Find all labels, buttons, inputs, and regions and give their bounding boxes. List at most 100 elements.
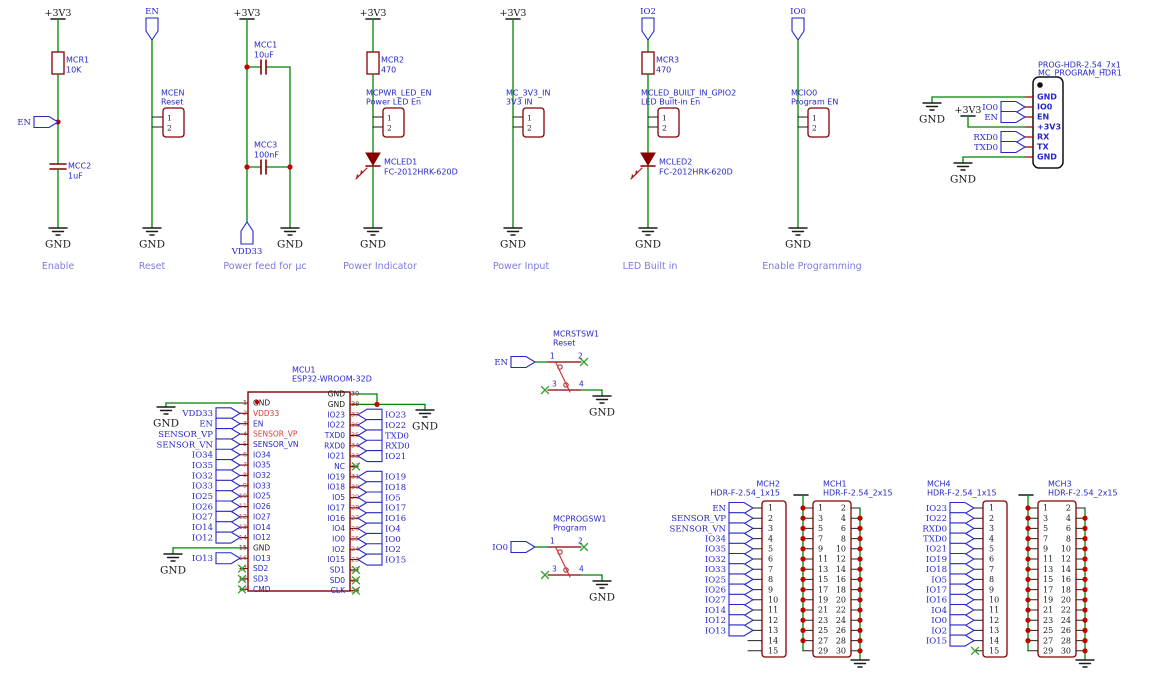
net-flag[interactable]: TXD0 bbox=[974, 140, 1027, 154]
prog-header[interactable]: PROG-HDR-2.54_7x1MC_PROGRAM_HDR1GNDIO0EN… bbox=[919, 61, 1122, 186]
net-flag[interactable]: IO15 bbox=[926, 634, 976, 647]
net-flag[interactable]: IO13 bbox=[705, 624, 755, 637]
net-flag[interactable]: IO4 bbox=[356, 522, 401, 535]
net-flag[interactable]: EN bbox=[712, 501, 755, 515]
net-flag[interactable]: IO19 bbox=[926, 552, 976, 566]
net-flag[interactable]: IO26 bbox=[192, 500, 242, 513]
pin-number: 26 bbox=[1061, 626, 1071, 635]
pin-number: 20 bbox=[836, 596, 846, 605]
net-flag[interactable]: RXD0 bbox=[922, 522, 976, 535]
net-flag[interactable]: IO27 bbox=[705, 593, 755, 606]
junction-dot bbox=[1082, 587, 1088, 593]
net-flag[interactable]: IO17 bbox=[926, 583, 976, 596]
net-flag[interactable]: IO0 bbox=[982, 100, 1027, 114]
net-flag[interactable]: IO33 bbox=[705, 563, 755, 576]
net-flag[interactable]: IO0 bbox=[356, 532, 401, 545]
net-flag[interactable]: IO13 bbox=[192, 552, 242, 565]
header-MCH2[interactable]: MCH2HDR-F-2.54_1x151EN2SENSOR_VP3SENSOR_… bbox=[670, 480, 787, 658]
net-flag[interactable]: IO25 bbox=[192, 490, 242, 503]
net-flag[interactable]: IO5 bbox=[931, 573, 976, 586]
net-flag[interactable]: IO23 bbox=[926, 501, 976, 515]
net-flag[interactable]: IO21 bbox=[356, 450, 406, 463]
net-flag[interactable]: IO0 bbox=[931, 614, 976, 627]
pin-number: 24 bbox=[1061, 616, 1071, 625]
net-flag[interactable]: SENSOR_VN bbox=[670, 522, 755, 535]
pin-number: 6 bbox=[768, 555, 773, 564]
pin-number: 16 bbox=[836, 575, 846, 584]
net-flag[interactable]: IO35 bbox=[705, 542, 755, 555]
header-MCH4[interactable]: MCH4HDR-F-2.54_1x151IO232IO223RXD04TXD05… bbox=[922, 480, 1008, 658]
net-flag[interactable]: IO0 bbox=[492, 540, 537, 554]
net-flag[interactable]: IO22 bbox=[926, 512, 976, 525]
net-flag[interactable]: RXD0 bbox=[356, 439, 410, 452]
net-flag[interactable]: IO15 bbox=[356, 553, 406, 566]
net-flag[interactable]: IO32 bbox=[192, 469, 242, 482]
net-flag[interactable]: EN bbox=[145, 7, 159, 41]
net-flag[interactable]: IO32 bbox=[705, 552, 755, 566]
net-flag[interactable]: IO17 bbox=[356, 501, 406, 514]
net-flag[interactable]: IO14 bbox=[192, 521, 242, 534]
net-flag[interactable]: SENSOR_VP bbox=[158, 427, 242, 441]
net-flag[interactable]: IO2 bbox=[640, 7, 656, 41]
net-flag[interactable]: IO2 bbox=[931, 624, 976, 637]
pin-number: 10 bbox=[836, 545, 846, 554]
net-flag[interactable]: IO12 bbox=[192, 531, 242, 544]
net-flag[interactable]: IO19 bbox=[356, 470, 406, 483]
mcu-pin-name: IO34 bbox=[253, 450, 271, 459]
net-flag[interactable]: IO18 bbox=[926, 563, 976, 576]
net-flag[interactable]: IO16 bbox=[356, 512, 406, 525]
net-flag[interactable]: IO22 bbox=[356, 418, 406, 432]
mcu-ESP32[interactable]: MCU1ESP32-WROOM-32DGND1VDD332VDD33EN3ENS… bbox=[153, 366, 438, 595]
net-flag[interactable]: IO21 bbox=[926, 542, 976, 555]
net-flag[interactable]: IO34 bbox=[192, 448, 242, 461]
mcu-pin-name: IO18 bbox=[327, 483, 345, 492]
net-flag[interactable]: EN bbox=[199, 417, 242, 430]
net-flag[interactable]: IO4 bbox=[931, 603, 976, 617]
net-flag[interactable]: IO23 bbox=[356, 408, 406, 421]
net-flag[interactable]: IO18 bbox=[356, 481, 406, 494]
net-flag[interactable]: IO2 bbox=[356, 543, 401, 556]
net-flag[interactable]: TXD0 bbox=[356, 429, 409, 442]
net-flag[interactable]: IO12 bbox=[705, 614, 755, 627]
net-flag[interactable]: RXD0 bbox=[973, 130, 1027, 144]
net-flag[interactable]: IO33 bbox=[192, 479, 242, 492]
net-flag[interactable]: IO14 bbox=[705, 603, 755, 617]
net-flag[interactable]: EN bbox=[17, 115, 60, 129]
net-flag[interactable]: SENSOR_VP bbox=[671, 512, 755, 525]
net-flag[interactable]: EN bbox=[984, 110, 1027, 124]
pin-number: 3 bbox=[818, 514, 823, 523]
pin-number: 5 bbox=[989, 545, 994, 554]
net-flag[interactable]: IO25 bbox=[705, 573, 755, 586]
net-flag[interactable]: EN bbox=[494, 355, 537, 369]
net-flag[interactable]: IO27 bbox=[192, 510, 242, 523]
pin-number: 7 bbox=[818, 534, 823, 543]
net-flag[interactable]: IO35 bbox=[192, 459, 242, 472]
net-flag[interactable]: IO16 bbox=[926, 593, 976, 606]
net-flag[interactable]: IO34 bbox=[705, 532, 755, 545]
net-flag[interactable]: TXD0 bbox=[923, 532, 976, 545]
net-flag[interactable]: SENSOR_VN bbox=[157, 438, 242, 451]
net-flag[interactable]: IO5 bbox=[356, 491, 401, 504]
net-flag[interactable]: VDD33 bbox=[231, 221, 263, 257]
net-flag[interactable]: IO0 bbox=[790, 7, 806, 41]
net-flag[interactable]: IO26 bbox=[705, 583, 755, 596]
mcu-pin-name: IO27 bbox=[253, 512, 271, 521]
net-flag[interactable]: VDD33 bbox=[181, 407, 242, 420]
